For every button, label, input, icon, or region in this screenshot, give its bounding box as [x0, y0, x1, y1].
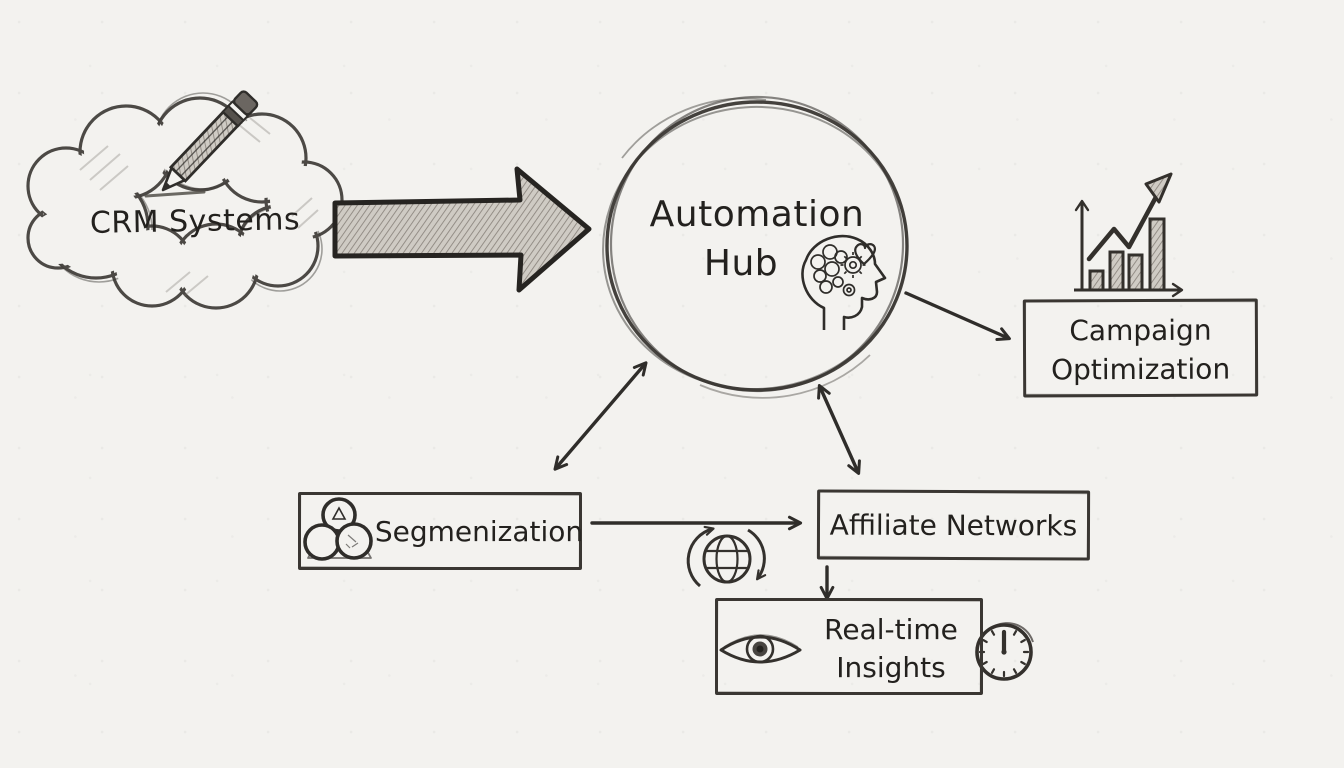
edge-hub-to-segmentation	[553, 361, 648, 471]
campaign-optimization-node: Campaign Optimization	[1022, 298, 1259, 398]
crm-node-label: CRM Systems	[89, 202, 301, 241]
heart-icon	[854, 243, 876, 266]
pencil-icon	[161, 90, 259, 192]
affiliate-networks-node: Affiliate Networks	[816, 489, 1091, 561]
crm-to-hub-block-arrow	[332, 166, 592, 293]
segmentation-label: Segmenization	[374, 514, 584, 548]
campaign-label-line2: Optimization	[1050, 352, 1231, 387]
clock-icon	[975, 622, 1034, 681]
pencil-writing-line	[144, 190, 206, 198]
growth-chart-icon	[1074, 172, 1184, 298]
hub-node-label: Automation Hub	[602, 194, 912, 284]
affiliate-label: Affiliate Networks	[829, 508, 1078, 542]
edge-hub-to-affiliate	[817, 384, 861, 475]
hub-label-line2: Hub	[703, 243, 779, 284]
crm-cloud-shape	[26, 92, 344, 310]
realtime-insights-node: Real-time Insights	[715, 598, 983, 695]
segmentation-node: Segmenization	[298, 492, 584, 570]
insights-label-line1: Real-time	[824, 613, 958, 646]
campaign-label-line1: Campaign	[1069, 313, 1212, 348]
hub-circle	[602, 95, 909, 399]
globe-sync-icon	[686, 525, 767, 588]
insights-label-line2: Insights	[836, 651, 946, 684]
hub-label-line1: Automation	[649, 194, 865, 235]
edge-hub-to-campaign	[904, 291, 1011, 341]
